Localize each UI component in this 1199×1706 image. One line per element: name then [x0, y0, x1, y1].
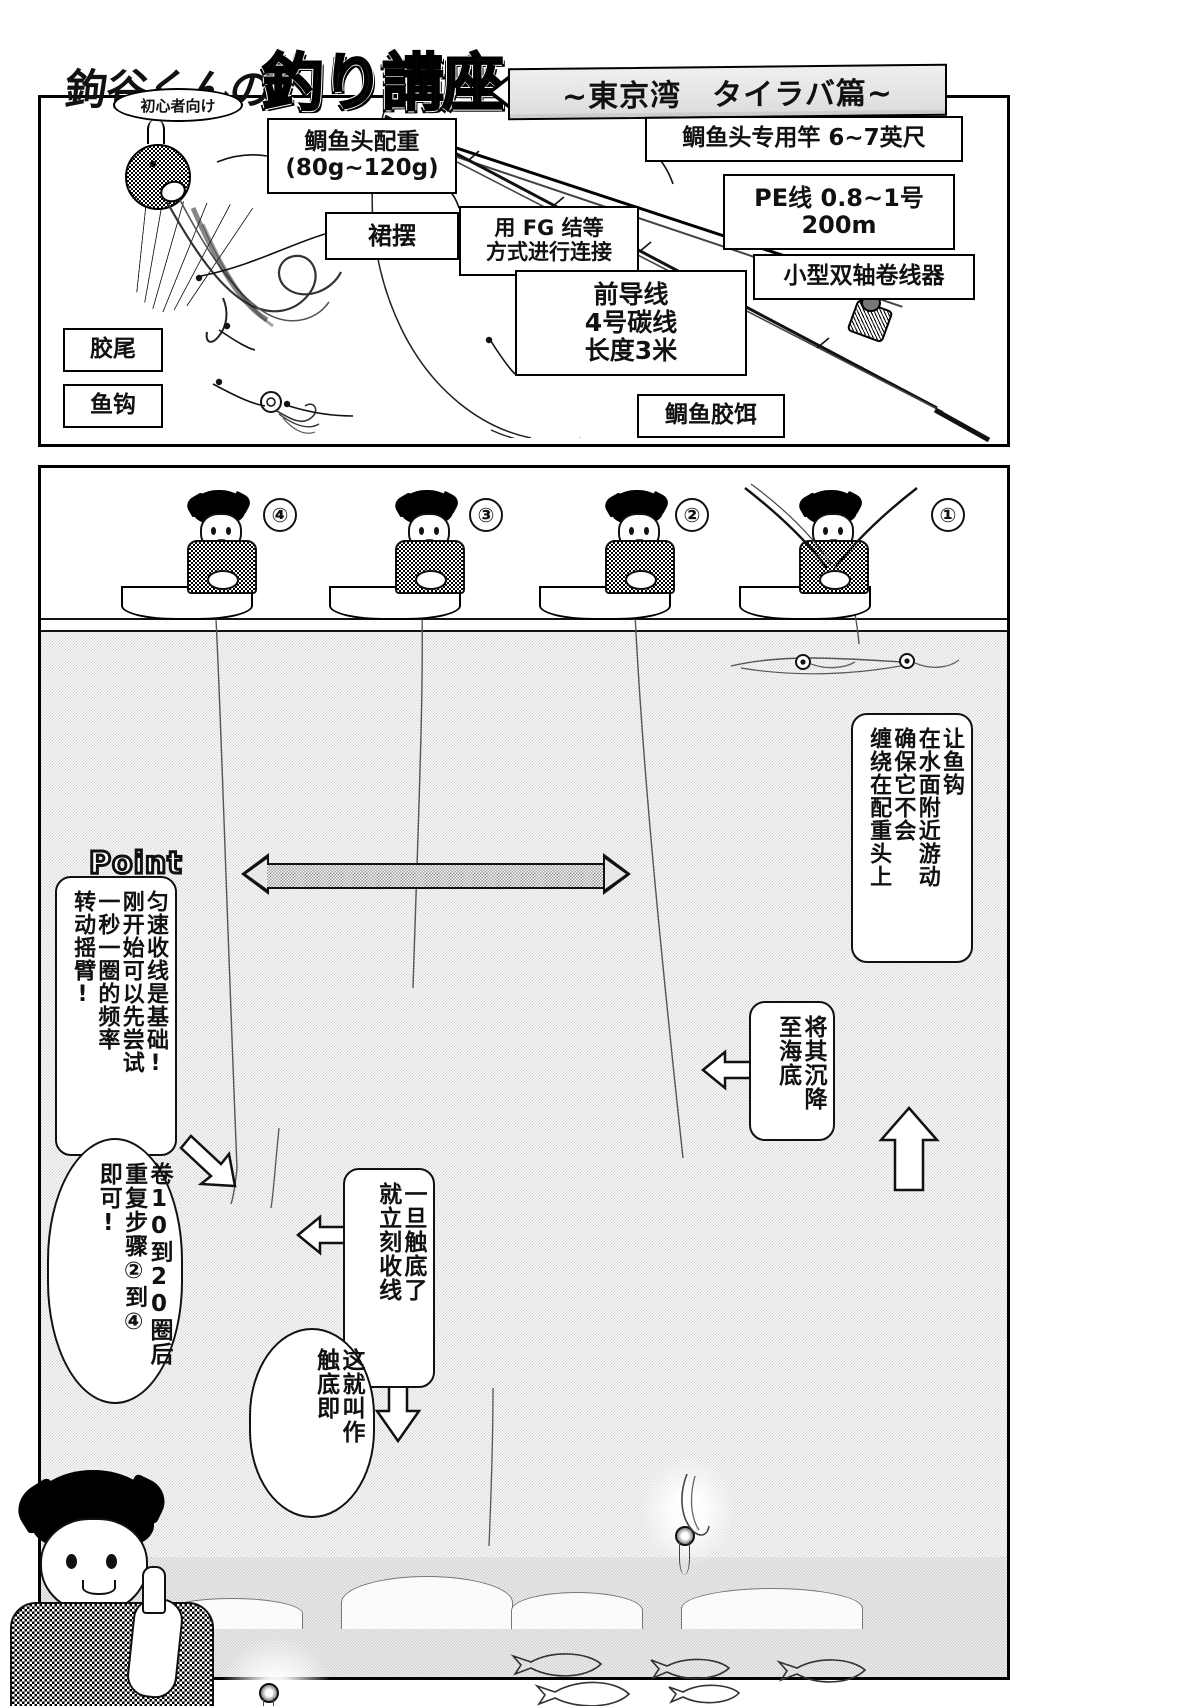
arrow-bar — [267, 863, 605, 889]
jacket-art — [10, 1602, 214, 1706]
arrow-up-to-surface-icon — [877, 1106, 941, 1192]
arrow-down-right-from-point-icon — [177, 1128, 241, 1192]
point-tag-label: Point — [88, 845, 184, 883]
subtitle-banner: ~東京湾 タイラバ篇~ — [508, 63, 947, 121]
bubble-line: 卷10到20圈后 — [146, 1162, 172, 1366]
sea-scene-panel: ④ ③ ② — [38, 465, 1010, 1706]
eye-art — [434, 527, 439, 535]
casting-rod-art — [744, 483, 918, 569]
angler-figure — [181, 490, 259, 594]
sand-bump-art — [341, 1576, 513, 1629]
label-skirt: 裙摆 — [325, 212, 459, 260]
jig-skirt-art — [263, 1698, 274, 1706]
eye-art — [211, 527, 216, 535]
bubble-line: 缠绕在配重头上 — [866, 727, 892, 888]
label-tai-rubber: 鲷鱼胶饵 — [637, 394, 785, 438]
bubble-line: 在水面附近游动 — [914, 727, 940, 888]
eye-art — [226, 527, 231, 535]
step-number-1: ① — [931, 498, 965, 532]
bubble-line: 将其沉降 — [800, 1015, 826, 1111]
label-head-weight: 鲷鱼头配重 (80g~120g) — [267, 118, 457, 194]
eye-art — [838, 527, 843, 535]
sand-bump-art — [511, 1592, 643, 1629]
step-number-2: ② — [675, 498, 709, 532]
water-surface-line — [41, 618, 1007, 632]
reel-art — [846, 294, 894, 344]
arrow-left-to-jig-icon — [701, 1048, 755, 1092]
eye-art — [66, 1554, 77, 1569]
bubble-line: 让鱼钩 — [939, 727, 964, 796]
jig-pin-art — [147, 120, 165, 144]
label-rod: 鲷鱼头专用竿 6~7英尺 — [645, 116, 963, 162]
bubble-called-touch-bottom: 这就叫作 触底即 — [249, 1328, 375, 1518]
pointing-finger-art — [142, 1566, 166, 1614]
bottom-jig-art — [259, 1683, 279, 1706]
hands-art — [415, 570, 447, 590]
step-number-4: ④ — [263, 498, 297, 532]
label-pe-line: PE线 0.8~1号 200m — [723, 174, 955, 250]
label-hook: 鱼钩 — [63, 384, 163, 428]
bubble-repeat-steps: 卷10到20圈后 重复步骤②到④ 即可! — [47, 1138, 183, 1404]
bubble-line: 匀速收线是基础! — [143, 890, 168, 1077]
bubble-line: 触底即 — [312, 1348, 339, 1420]
hands-art — [207, 570, 239, 590]
bubble-line: 一旦触底了 — [400, 1182, 426, 1302]
hands-art — [625, 570, 657, 590]
angler-figure — [389, 490, 467, 594]
eye-art — [823, 527, 828, 535]
title-oval-badge: 初心者向け — [113, 88, 243, 122]
angler-figure — [599, 490, 677, 594]
eye-art — [106, 1554, 117, 1569]
tackle-diagram-panel: 鲷鱼头配重 (80g~120g) 裙摆 胶尾 鱼钩 用 FG 结等 方式进行连接… — [38, 95, 1010, 447]
eye-art — [644, 527, 649, 535]
surface-jig-art — [795, 653, 960, 670]
bubble-line: 即可! — [95, 1162, 122, 1237]
eye-art — [629, 527, 634, 535]
title-big-text: 釣り講座 — [261, 45, 505, 120]
eye-art — [419, 527, 424, 535]
mascot-character — [10, 1470, 240, 1706]
arrow-left-to-bottom-jig-icon — [296, 1213, 350, 1257]
rubber-tail-art — [166, 197, 342, 343]
fish-school-art — [510, 1653, 867, 1706]
arrow-head-right-icon — [603, 853, 631, 895]
bubble-line: 这就叫作 — [338, 1348, 364, 1444]
sinking-jig-tail-art — [681, 1473, 710, 1536]
bubble-surface-swim: 让鱼钩 在水面附近游动 确保它不会 缠绕在配重头上 — [851, 713, 973, 963]
bubble-point: 匀速收线是基础! 刚开始可以先尝试 一秒一圈的频率 转动摇臂! — [55, 876, 177, 1156]
label-rubber-tail: 胶尾 — [63, 328, 163, 372]
label-leader: 前导线 4号碳线 长度3米 — [515, 270, 747, 376]
bubble-line: 一秒一圈的频率 — [94, 890, 120, 1051]
bubble-line: 转动摇臂! — [70, 890, 96, 1008]
bubble-sink-to-bottom: 将其沉降 至海底 — [749, 1001, 835, 1141]
tai-rubber-small-art — [260, 391, 320, 434]
bubble-line: 就立刻收线 — [374, 1182, 401, 1302]
depth-range-arrow — [241, 853, 631, 895]
jig-skirt-art — [679, 1541, 690, 1575]
page-title: 鉤谷くんの 釣り講座 — [63, 30, 536, 122]
sinking-jig-art — [675, 1526, 695, 1575]
sand-bump-art — [681, 1588, 863, 1629]
bubble-line: 重复步骤②到④ — [120, 1162, 147, 1336]
arrow-head-left-icon — [241, 853, 269, 895]
bubble-line: 至海底 — [774, 1015, 801, 1087]
smile-art — [82, 1580, 116, 1595]
label-fg-knot: 用 FG 结等 方式进行连接 — [459, 206, 639, 276]
face-art — [40, 1518, 148, 1614]
bubble-line: 确保它不会 — [890, 727, 916, 842]
label-reel: 小型双轴卷线器 — [753, 254, 975, 300]
bubble-touch-bottom: 一旦触底了 就立刻收线 — [343, 1168, 435, 1388]
step-number-3: ③ — [469, 498, 503, 532]
arrow-down-right-icon — [375, 1383, 421, 1443]
bubble-line: 刚开始可以先尝试 — [118, 890, 144, 1074]
